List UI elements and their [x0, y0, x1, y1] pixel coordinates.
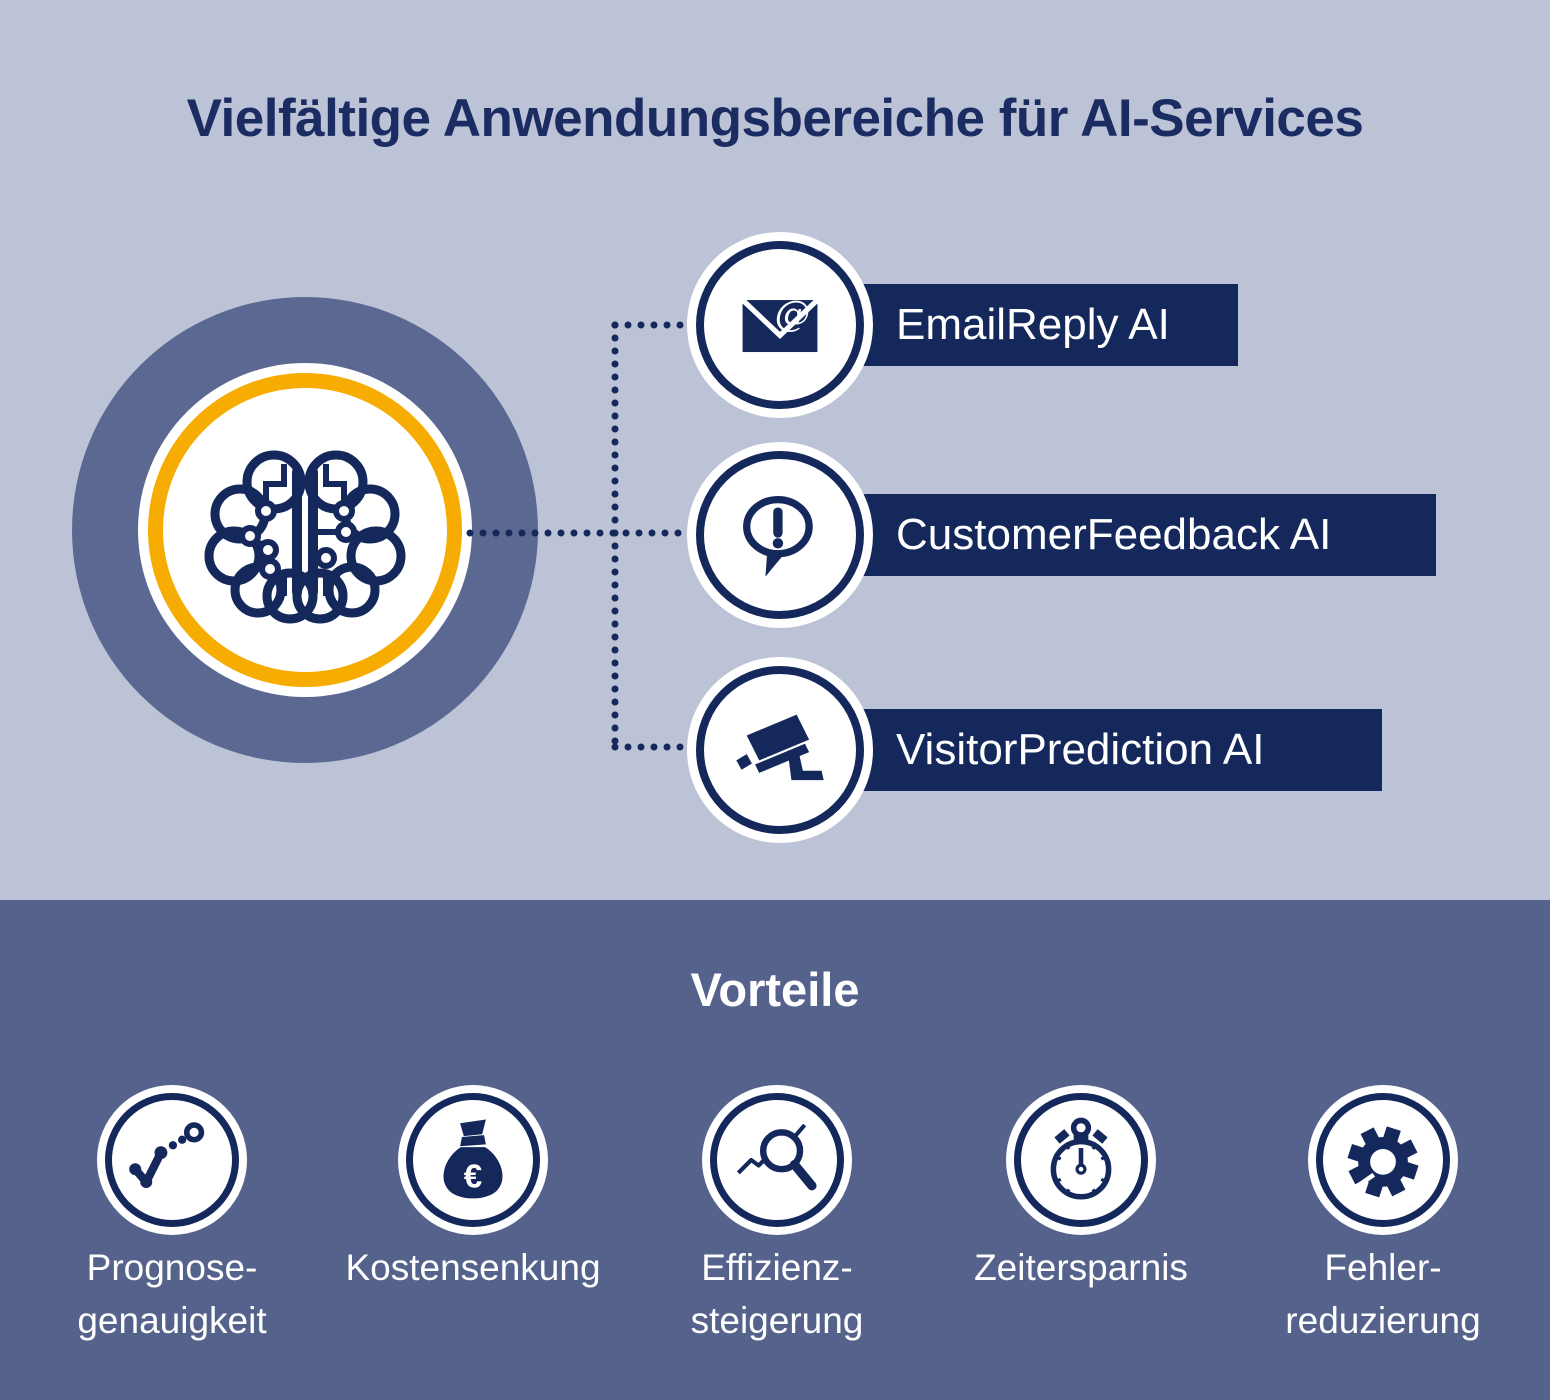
service-icon-circle-visitorprediction: [696, 666, 864, 834]
magnifier-chart-icon: [736, 1123, 817, 1191]
service-icon-circle-customerfeedback: [696, 451, 864, 619]
benefit-label: Kostensenkung: [345, 1247, 601, 1288]
stopwatch-icon: [1050, 1117, 1112, 1200]
benefit-label: Fehler- reduzierung: [1285, 1247, 1481, 1341]
benefit-icon-circle-kosten: €: [406, 1093, 540, 1227]
svg-text:@: @: [775, 294, 810, 335]
service-label-bar-customerfeedback: CustomerFeedback AI: [850, 494, 1436, 576]
benefit-icon-circle-fehler: [1316, 1093, 1450, 1227]
hub-yellow-ring: [148, 373, 462, 687]
top-section: Vielfältige Anwendungsbereiche für AI-Se…: [72, 89, 1436, 834]
benefit-icon-circle-effizienz: [710, 1093, 844, 1227]
email-at-icon: @: [740, 294, 820, 353]
svg-text:€: €: [464, 1159, 482, 1196]
page-title: Vielfältige Anwendungsbereiche für AI-Se…: [186, 89, 1364, 148]
benefit-label: Effizienz- steigerung: [690, 1247, 864, 1341]
benefit-icon-circle-zeit: [1014, 1093, 1148, 1227]
service-label: VisitorPrediction AI: [896, 725, 1265, 774]
benefit-label: Prognose- genauigkeit: [77, 1247, 267, 1341]
benefit-label: Zeitersparnis: [974, 1247, 1188, 1288]
service-label: CustomerFeedback AI: [896, 510, 1332, 559]
surveillance-camera-icon: [736, 714, 824, 781]
money-bag-euro-icon: €: [443, 1119, 503, 1199]
gear-icon: [1347, 1126, 1419, 1198]
benefit-icon-circle-prognose: [105, 1093, 239, 1227]
benefits-title: Vorteile: [690, 963, 860, 1016]
ai-hub: [138, 363, 472, 697]
service-label-bar-emailreply: EmailReply AI: [850, 284, 1238, 366]
trend-forecast-icon: [129, 1122, 205, 1189]
service-label: EmailReply AI: [896, 300, 1170, 349]
service-icon-circle-emailreply: @: [696, 241, 864, 409]
speech-bubble-exclamation-icon: [743, 495, 813, 577]
service-label-bar-visitorprediction: VisitorPrediction AI: [850, 709, 1382, 791]
